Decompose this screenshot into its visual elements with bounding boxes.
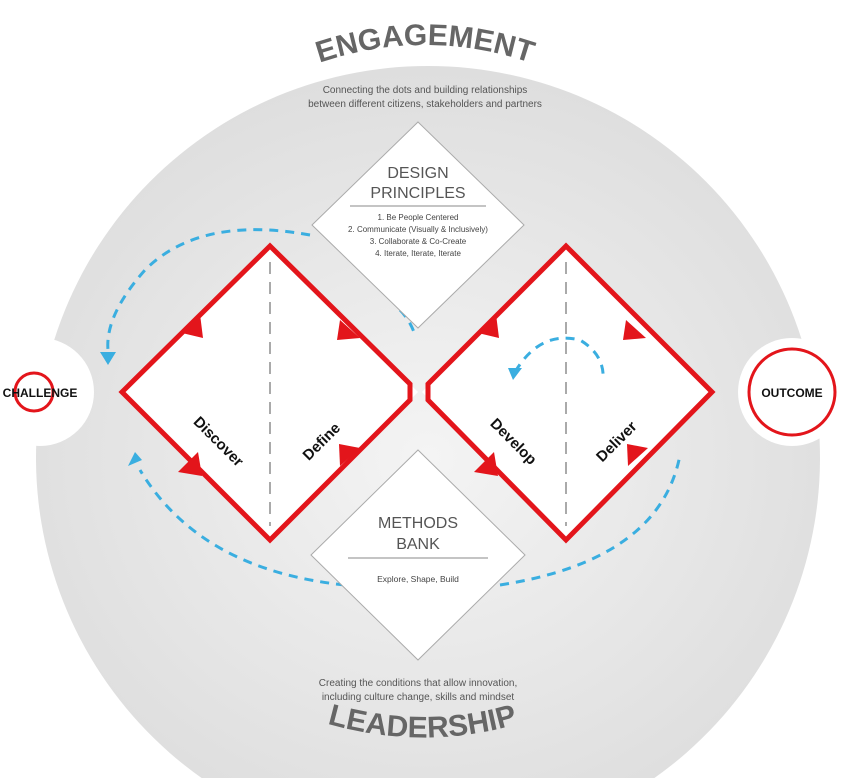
challenge-label: CHALLENGE — [3, 386, 78, 400]
arrow-icon — [627, 444, 648, 466]
blue-arrowhead-icon — [100, 352, 116, 365]
outcome-circle — [738, 338, 846, 446]
outer-circle — [36, 66, 820, 778]
principle-item: 1. Be People Centered — [378, 213, 459, 222]
principle-item: 4. Iterate, Iterate, Iterate — [375, 249, 461, 258]
arrow-icon — [178, 452, 202, 476]
blue-arrowhead-icon — [508, 368, 522, 380]
leadership-line-1: Creating the conditions that allow innov… — [319, 678, 517, 689]
arrow-icon — [623, 320, 646, 340]
arrow-icon — [339, 444, 360, 466]
challenge-ring — [13, 371, 55, 413]
outcome-label: OUTCOME — [761, 386, 822, 400]
arrow-icon — [182, 314, 203, 338]
red-arrowheads — [178, 314, 648, 476]
engagement-title: ENGAGEMENT — [312, 19, 539, 70]
leadership-line-2: including culture change, skills and min… — [322, 692, 515, 703]
engagement-line-2: between different citizens, stakeholders… — [308, 99, 542, 110]
methods-bank-diamond — [310, 449, 526, 661]
principle-item: 2. Communicate (Visually & Inclusively) — [348, 225, 488, 234]
principle-item: 3. Collaborate & Co-Create — [370, 237, 467, 246]
design-principles-diamond — [311, 121, 525, 329]
design-principles-title-2: PRINCIPLES — [370, 185, 465, 202]
engagement-line-1: Connecting the dots and building relatio… — [323, 85, 528, 96]
left-diamond-outline — [118, 242, 413, 544]
outcome-ring — [747, 347, 837, 437]
right-diamond-outline — [425, 242, 716, 544]
methods-bank-subtitle: Explore, Shape, Build — [377, 574, 459, 584]
design-principles-title-1: DESIGN — [387, 165, 448, 182]
blue-arrowhead-icon — [128, 452, 142, 466]
challenge-circle — [0, 338, 94, 446]
methods-bank-title-1: METHODS — [378, 515, 458, 532]
arrow-icon — [474, 452, 498, 476]
arrow-icon — [478, 314, 499, 338]
arrow-icon — [337, 320, 360, 340]
methods-bank-title-2: BANK — [396, 536, 440, 553]
